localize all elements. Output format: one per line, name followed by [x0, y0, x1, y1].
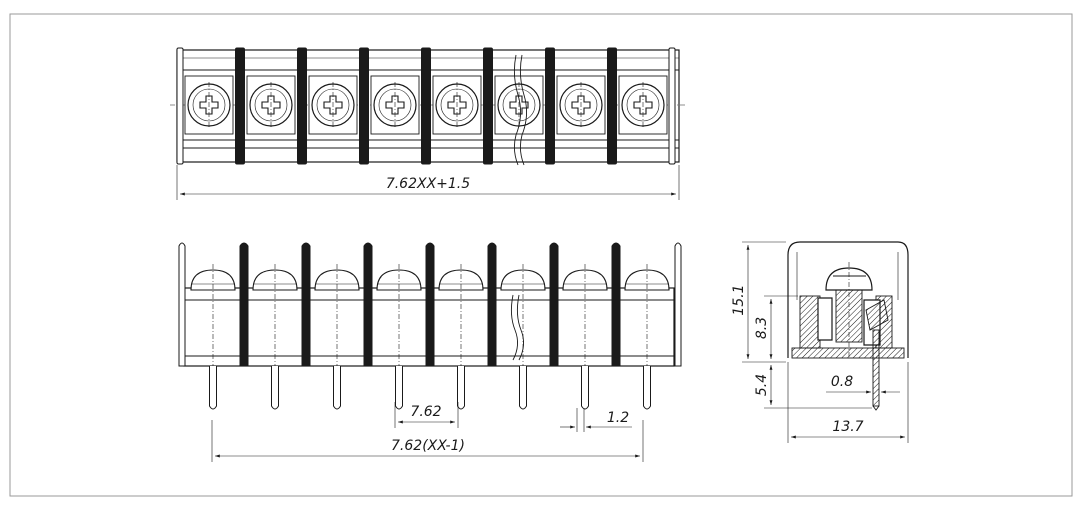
front-barrier [487, 242, 497, 367]
top-barrier [235, 47, 245, 165]
top-barrier [359, 47, 369, 165]
front-barrier [674, 242, 682, 367]
pin-span-dimension-label: 7.62(XX-1) [391, 438, 465, 454]
front-barrier [178, 242, 186, 367]
screw-icon [618, 75, 668, 135]
screw-icon [246, 75, 296, 135]
front-barrier [611, 242, 621, 367]
page-border [9, 13, 1073, 497]
pin [271, 366, 279, 410]
pin-width-dimension-label: 1.2 [607, 410, 629, 426]
top-barrier [668, 47, 676, 165]
top-view: 7.62XX+1.5 [170, 47, 686, 200]
screw-icon [370, 75, 420, 135]
top-barrier [545, 47, 555, 165]
depth-dimension-label: 13.7 [832, 419, 863, 435]
pin [209, 366, 217, 410]
pin [643, 366, 651, 410]
front-barrier [425, 242, 435, 367]
pin-length-dimension-label: 5.4 [754, 374, 770, 396]
pin [519, 366, 527, 410]
pin [395, 366, 403, 410]
side-base [791, 347, 905, 359]
top-barrier [176, 47, 184, 165]
pin [581, 366, 589, 410]
screw-icon [184, 75, 234, 135]
screw-dome [500, 264, 546, 400]
top-barrier [297, 47, 307, 165]
pin [333, 366, 341, 410]
front-barrier [363, 242, 373, 367]
front-view: 7.62 1.2 7.62(XX-1) [178, 242, 682, 462]
front-barrier [301, 242, 311, 367]
front-break-line [510, 294, 518, 361]
screw-icon [308, 75, 358, 135]
pin-thickness-dimension-label: 0.8 [831, 374, 853, 390]
overall-dimension-label: 7.62XX+1.5 [386, 176, 470, 192]
pin [457, 366, 465, 410]
break-line [513, 54, 521, 166]
side-pin [872, 329, 880, 407]
body-height-dimension-label: 8.3 [754, 317, 770, 339]
top-barrier [607, 47, 617, 165]
screw-icon [432, 75, 482, 135]
front-barrier [549, 242, 559, 367]
top-barrier [421, 47, 431, 165]
front-barrier [239, 242, 249, 367]
pitch-dimension-label: 7.62 [410, 404, 441, 420]
screw-icon [556, 75, 606, 135]
total-height-dimension-label: 15.1 [731, 284, 747, 315]
top-barrier [483, 47, 493, 165]
side-view: 15.1 8.3 5.4 0.8 13.7 [731, 241, 909, 443]
screw-dome [314, 264, 360, 400]
